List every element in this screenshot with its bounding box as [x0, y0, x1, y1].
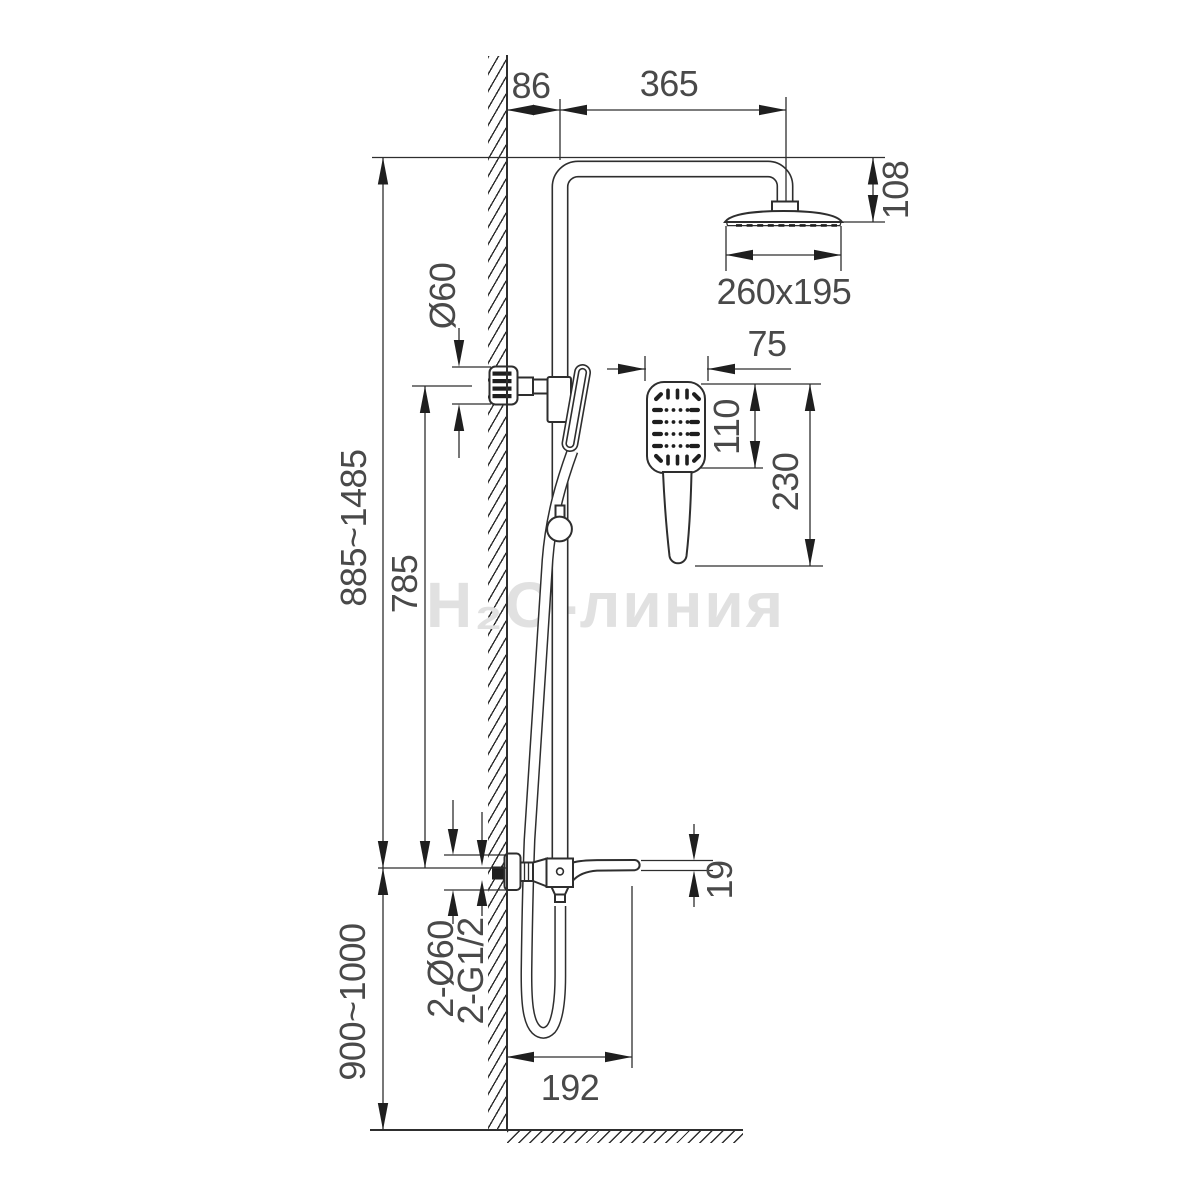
shower-column: [551, 160, 794, 880]
hand-shower-detail: [646, 381, 706, 565]
dim-head-size: 260x195: [717, 271, 852, 312]
dim-arm-reach: 365: [640, 63, 699, 104]
dim-hand-shower-width: 75: [747, 323, 786, 364]
dim-hand-shower-length: 230: [765, 453, 806, 512]
spray-pattern: [652, 388, 702, 466]
dim-spout-thickness: 19: [699, 860, 740, 899]
dimensions: 86 365 260x195 75 192 108 Ø60 885~1485 7…: [332, 63, 916, 1130]
wall-hatching: [488, 56, 507, 1130]
slider-knob: [546, 504, 573, 543]
shower-hose: [520, 448, 579, 1039]
dim-holder-diameter: Ø60: [422, 263, 463, 330]
dim-head-drop: 108: [875, 161, 916, 220]
overhead-shower: [723, 200, 844, 227]
dim-bar-height-range: 885~1485: [333, 449, 374, 606]
dim-wall-escutcheon: 2-Ø60: [420, 920, 461, 1018]
mixer: [492, 852, 641, 903]
dim-bar-length: 785: [384, 555, 425, 614]
floor-hatching: [507, 1131, 743, 1143]
dim-wall-to-bar: 86: [511, 65, 550, 106]
dim-hand-shower-face: 110: [706, 399, 747, 455]
dim-wall-connection: 2-G1/2: [450, 917, 491, 1024]
dim-spout-reach: 192: [541, 1067, 600, 1108]
watermark: H₂O-линия: [426, 569, 786, 641]
dim-install-height: 900~1000: [332, 923, 373, 1080]
hand-shower-holder: [561, 364, 591, 452]
